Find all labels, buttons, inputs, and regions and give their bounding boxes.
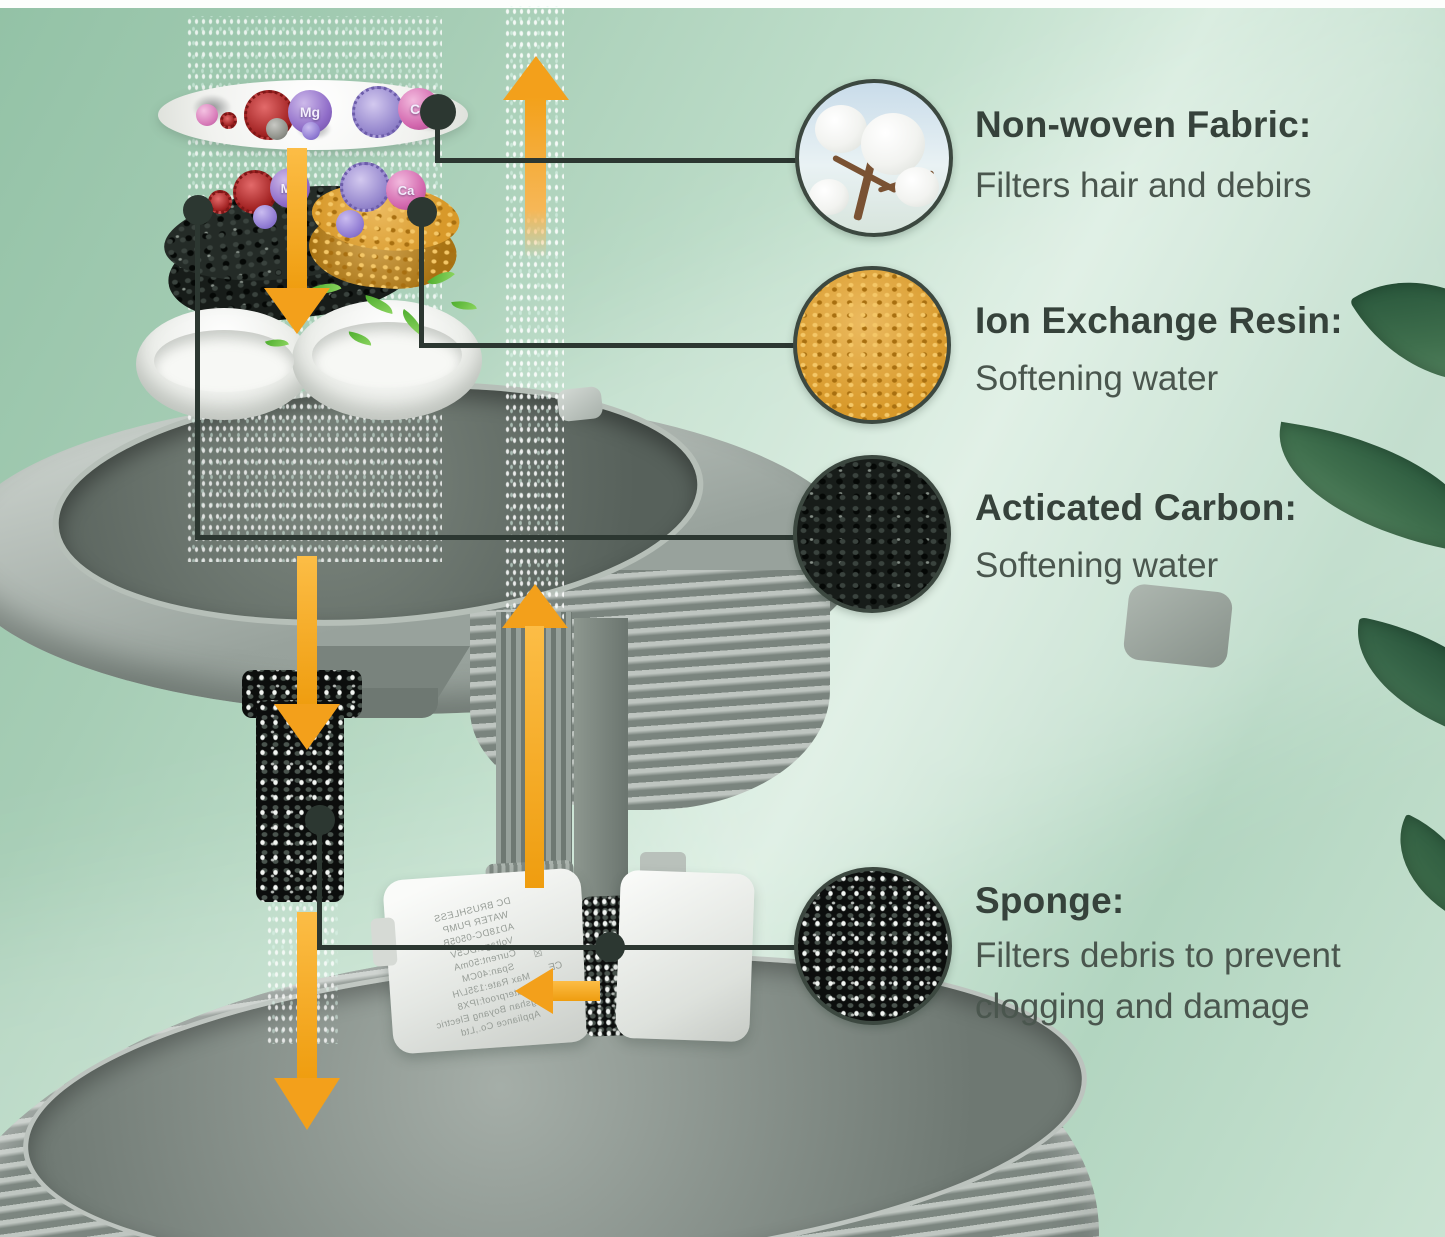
cotton-boll <box>815 105 867 153</box>
contaminant-particle <box>336 210 364 238</box>
connector-dot-pump-sponge <box>595 932 625 962</box>
water-up-arrow-top-shaft <box>525 98 546 258</box>
cotton-boll <box>809 179 849 215</box>
virus-particle <box>340 162 390 212</box>
carbon-granules-photo <box>793 455 951 613</box>
contaminant-particle <box>196 104 218 126</box>
leaf-decoration <box>1375 813 1445 923</box>
support-pillar <box>574 618 628 904</box>
water-down-arrow-1 <box>264 288 330 334</box>
water-down-arrow-2 <box>274 704 340 750</box>
connector-dot-fabric <box>420 94 456 130</box>
callout-description-carbon: Softening water <box>975 546 1219 585</box>
water-down-arrow-3 <box>274 1078 340 1130</box>
resin-beads-photo <box>793 266 951 424</box>
floating-cover-part <box>1122 582 1234 670</box>
magnesium-ion-particle: Mg <box>288 90 332 134</box>
water-down-arrow-2-shaft <box>297 556 317 706</box>
connector-line-resin <box>419 343 802 348</box>
connector-line-resin <box>419 212 424 346</box>
connector-line-fabric <box>435 158 810 163</box>
debris-particle <box>266 118 288 140</box>
pump-mount-tab <box>370 917 398 967</box>
sponge-foam-photo <box>794 867 952 1025</box>
contaminant-particle <box>253 205 277 229</box>
water-up-arrow-mid <box>502 584 568 628</box>
connector-line-fabric <box>435 112 440 160</box>
contaminant-particle <box>220 112 237 129</box>
callout-description-fabric: Filters hair and debirs <box>975 166 1312 205</box>
virus-particle <box>352 86 404 138</box>
connector-line-carbon <box>195 210 200 540</box>
connector-line-sponge <box>317 820 322 950</box>
callout-description-sponge: Filters debris to prevent clogging and d… <box>975 936 1341 1027</box>
pump-outlet-housing <box>615 869 755 1043</box>
water-left-arrow-shaft <box>552 981 600 1001</box>
connector-line-sponge <box>317 945 802 950</box>
connector-dot-resin <box>407 197 437 227</box>
cotton-plant-photo <box>795 79 953 237</box>
callout-title-fabric: Non-woven Fabric: <box>975 104 1312 145</box>
connector-dot-sponge <box>305 805 335 835</box>
callout-description-resin: Softening water <box>975 359 1219 398</box>
callout-title-carbon: Acticated Carbon: <box>975 487 1298 528</box>
callout-title-resin: Ion Exchange Resin: <box>975 300 1343 341</box>
cotton-boll <box>861 113 925 175</box>
cotton-boll <box>895 167 939 207</box>
water-left-arrow <box>515 968 553 1014</box>
water-up-arrow-top <box>503 56 569 100</box>
connector-dot-carbon <box>183 195 213 225</box>
connector-line-carbon <box>195 535 804 540</box>
water-down-arrow-3-shaft <box>297 912 317 1080</box>
top-white-strip <box>0 0 1445 8</box>
callout-title-sponge: Sponge: <box>975 880 1125 921</box>
water-up-arrow-mid-shaft <box>525 626 544 888</box>
tray-inner-rim <box>312 322 462 388</box>
contaminant-particle <box>302 122 320 140</box>
water-down-arrow-1-shaft <box>287 148 307 292</box>
